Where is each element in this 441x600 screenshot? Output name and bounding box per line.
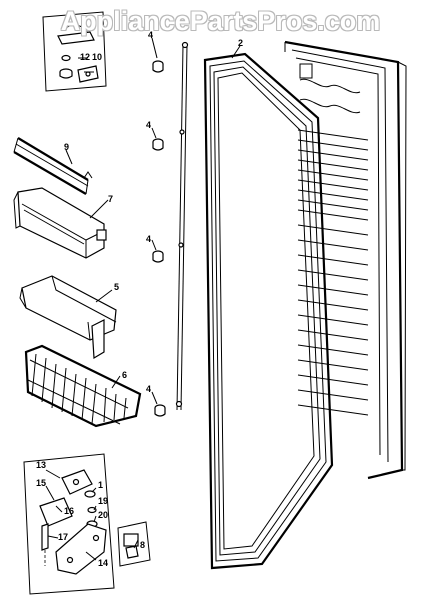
hinge-kit-inset [42,11,107,92]
callout-2: 2 [238,38,243,48]
callout-4: 4 [146,384,151,394]
door-shelf [19,275,117,360]
bushing-4a [152,60,164,73]
watermark-text: AppliancePartsPros.com [60,6,381,36]
wire-shelf [13,137,93,195]
part-8-inset [117,521,151,567]
wire-basket [24,344,142,428]
callout-19: 19 [98,496,108,506]
callout-4: 4 [146,120,151,130]
bottom-hinge-inset [23,453,115,595]
door-rod [175,41,189,411]
callouts: 2 4 4 4 4 9 7 5 6 12 10 13 1 15 19 16 20… [36,30,243,568]
callout-12: 12 [80,52,90,62]
callout-5: 5 [114,282,119,292]
door-bin [13,187,107,259]
callout-14: 14 [98,558,108,568]
callout-15: 15 [36,478,46,488]
bushing-4b [152,138,164,151]
callout-4: 4 [146,234,151,244]
callout-10: 10 [92,52,102,62]
callout-17: 17 [58,532,68,542]
callout-20: 20 [98,510,108,520]
callout-9: 9 [64,142,69,152]
callout-13: 13 [36,460,46,470]
callout-6: 6 [122,370,127,380]
callout-1: 1 [98,480,103,490]
door-gasket [203,52,334,570]
callout-4: 4 [148,30,153,40]
bushing-4d [154,404,166,417]
callout-8: 8 [140,540,145,550]
door-ribs [297,78,369,416]
leader-lines [45,37,241,561]
door-shell [284,40,407,480]
callout-7: 7 [108,194,113,204]
bushing-4c [152,250,164,263]
callout-16: 16 [64,506,74,516]
